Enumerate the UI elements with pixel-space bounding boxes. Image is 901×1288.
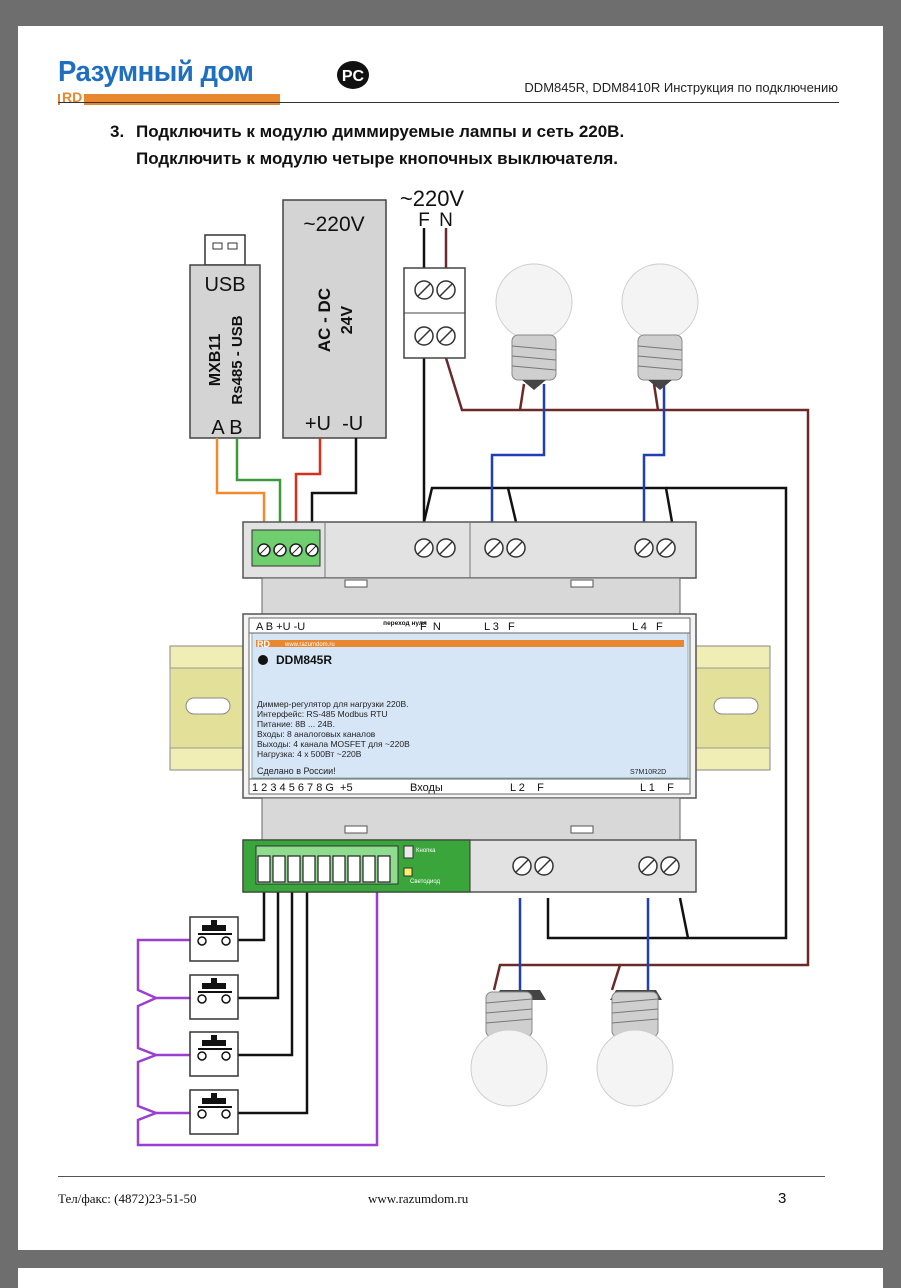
module-label-l1: L 1 F [640, 782, 674, 794]
step-instruction: 3. Подключить к модулю диммируемые лампы … [110, 118, 624, 172]
wires [136, 228, 810, 1147]
lamp-l2 [470, 990, 548, 1107]
button-label: Кнопка [416, 848, 436, 854]
description-line: Нагрузка: 4 х 500Вт ~220В [257, 749, 362, 759]
page-number: 3 [778, 1190, 787, 1207]
step-number: 3. [110, 122, 125, 141]
svg-text:PC: PC [342, 68, 365, 85]
push-button-3 [189, 1031, 239, 1077]
logo-bar [58, 94, 280, 105]
mains-phase-label: F [418, 210, 430, 231]
module-description: Диммер-регулятор для нагрузки 220В. Инте… [257, 699, 410, 759]
converter-name: MXB11 [207, 334, 224, 387]
led-label: Светодиод [410, 879, 441, 885]
module-label-jumper: переход нуля [383, 620, 427, 627]
module-label-l3: L 3 F [484, 621, 515, 633]
module-model: DDM845R [276, 653, 332, 667]
module-website: www.razumdom.ru [284, 642, 335, 648]
description-line: Интерфейс: RS-485 Modbus RTU [257, 709, 388, 719]
lamp-l3 [495, 263, 573, 390]
logo-text: Разумный дом [58, 56, 254, 88]
document-title: DDM845R, DDM8410R Инструкция по подключе… [524, 80, 838, 95]
module-label-fn: F N [420, 621, 441, 633]
step-line-1: Подключить к модулю диммируемые лампы и … [136, 122, 625, 141]
psu-voltage: 24V [339, 305, 356, 334]
rst-certification-icon: PC [337, 61, 369, 89]
psu-input-label: ~220V [303, 213, 364, 236]
description-line: Питание: 8В ... 24В. [257, 719, 335, 729]
mains-label: ~220V [400, 186, 465, 211]
push-button-2 [189, 974, 239, 1020]
converter-subtitle: Rs485 - USB [229, 315, 246, 404]
lamp-l4 [621, 263, 699, 390]
serial-number: S7M10R2D [630, 769, 666, 776]
push-button-1 [189, 916, 239, 962]
module-label-abuv: A B +U -U [256, 621, 305, 633]
module-label-inputs-title: Входы [410, 782, 443, 794]
header-divider [58, 102, 839, 103]
module-label-l4: L 4 F [632, 621, 663, 633]
mains-neutral-label: N [439, 210, 453, 231]
push-button-4 [189, 1089, 239, 1135]
module-label-inputs: 1 2 3 4 5 6 7 8 G +5 [252, 782, 353, 794]
psu-name: AC - DC [315, 288, 334, 352]
description-line: Входы: 8 аналоговых каналов [257, 729, 376, 739]
step-line-2: Подключить к модулю четыре кнопочных вык… [136, 149, 619, 168]
description-line: Выходы: 4 канала MOSFET для ~220В [257, 739, 410, 749]
footer-divider [58, 1176, 825, 1177]
made-in-label: Сделано в России! [257, 766, 336, 776]
mains-terminal-block [403, 267, 466, 359]
dimmer-module: Кнопка Светодиод A B +U -U переход нуля … [242, 521, 697, 893]
description-line: Диммер-регулятор для нагрузки 220В. [257, 699, 409, 709]
lamp-l1 [596, 990, 674, 1107]
footer-phone: Тел/факс: (4872)23-51-50 [58, 1191, 197, 1206]
module-label-l2: L 2 F [510, 782, 544, 794]
converter-usb-label: USB [204, 274, 245, 296]
module-brand: RD [257, 639, 270, 649]
power-supply: ~220V AC - DC 24V +U -U [282, 199, 387, 439]
footer-website: www.razumdom.ru [368, 1191, 469, 1206]
usb-converter: USB MXB11 Rs485 - USB A B [189, 234, 261, 439]
brand-logo: Разумный дом RD [58, 56, 298, 108]
logo-sub: RD [60, 89, 85, 105]
converter-pins: A B [211, 417, 242, 439]
psu-outputs: +U -U [305, 413, 363, 435]
